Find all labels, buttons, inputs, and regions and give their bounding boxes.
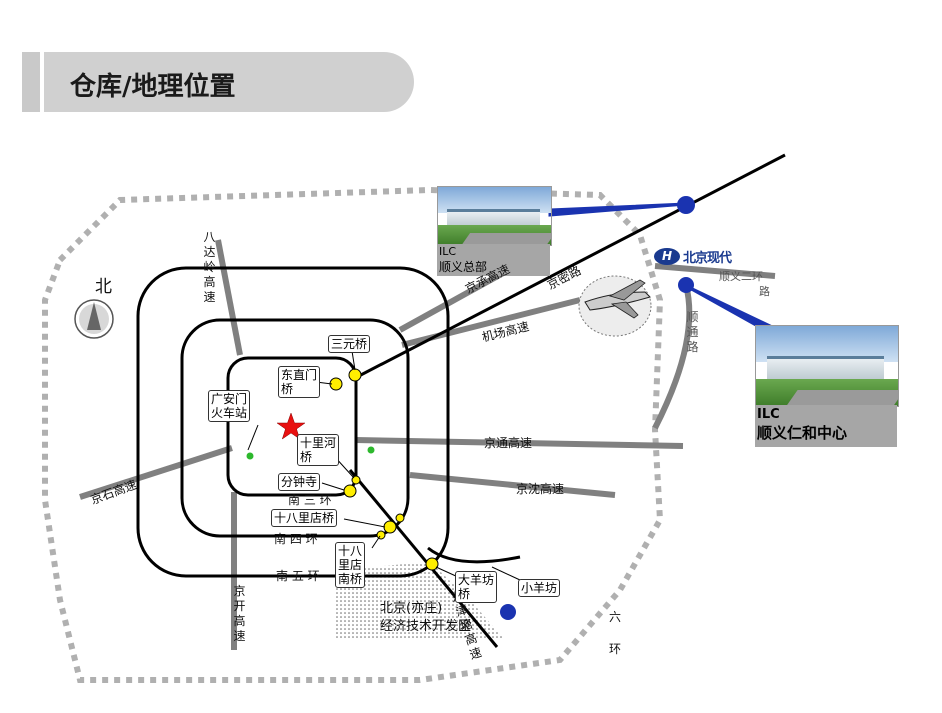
callout-shilihe: 十里河 桥 bbox=[297, 434, 340, 466]
callout-dayangfang: 大羊坊 桥 bbox=[455, 571, 498, 603]
dot-dayangfang bbox=[425, 557, 439, 571]
center-node bbox=[678, 277, 694, 293]
road-shunyi-ring bbox=[654, 263, 776, 279]
development-zone-area bbox=[335, 562, 505, 640]
airport-icon bbox=[578, 275, 652, 337]
pointer-sanyuan bbox=[351, 350, 356, 371]
label-jingshen: 京沈高速 bbox=[516, 482, 565, 496]
road-shuntong bbox=[652, 284, 693, 430]
zone-label-line2: 经济技术开发区 bbox=[380, 619, 472, 634]
north-arrow-icon bbox=[74, 299, 114, 339]
road-jingshen bbox=[409, 472, 616, 498]
pointer-dayangfang bbox=[435, 566, 459, 578]
callout-guanganmen: 广安门 火车站 bbox=[208, 390, 251, 422]
callout-xiaoyangfang: 小羊坊 bbox=[518, 579, 561, 597]
center-photo bbox=[755, 325, 899, 407]
center-code: ILC bbox=[757, 407, 780, 422]
label-shunyi-ring: 顺义二环 bbox=[719, 270, 763, 283]
hyundai-logo-icon: H bbox=[654, 248, 680, 265]
header-bar: 仓库/地理位置 bbox=[22, 52, 414, 112]
ring-road-fifth bbox=[136, 266, 450, 578]
road-to-shunyi bbox=[354, 153, 786, 380]
center-name: 顺义仁和中心 bbox=[757, 424, 848, 442]
road-jingshi bbox=[79, 445, 233, 500]
callout-dongzhimen: 东直门 桥 bbox=[278, 366, 321, 398]
dot-fenzhongsi bbox=[343, 484, 357, 498]
zone-label-line1: 北京(亦庄) bbox=[380, 601, 443, 616]
label-shuntong: 顺通路 bbox=[686, 310, 699, 354]
center-caption: ILC 顺义仁和中心 bbox=[755, 405, 897, 447]
road-yizhuang bbox=[427, 546, 521, 564]
header-accent bbox=[22, 52, 40, 112]
hq-caption: ILC 顺义总部 bbox=[437, 244, 550, 276]
hq-name: 顺义总部 bbox=[439, 260, 488, 274]
header-background bbox=[44, 52, 414, 112]
callout-shibalidian: 十八里店桥 bbox=[271, 509, 338, 527]
label-shunyi-ring-tail: 路 bbox=[759, 285, 770, 298]
page-title: 仓库/地理位置 bbox=[70, 72, 236, 102]
hq-code: ILC bbox=[439, 245, 457, 258]
road-jingjintang bbox=[348, 469, 499, 648]
brand-logo: H 北京现代 bbox=[654, 247, 732, 266]
callout-fenzhongsi: 分钟寺 bbox=[278, 473, 321, 491]
label-south-fifth-ring: 南 五 环 bbox=[276, 569, 320, 583]
dot-shibalidian-small bbox=[395, 513, 405, 523]
pointer-shibalidian-south bbox=[371, 535, 381, 549]
dot-sanyuan bbox=[348, 368, 362, 382]
label-south-third-ring: 南 三 环 bbox=[288, 493, 332, 507]
star-icon bbox=[276, 412, 306, 440]
pointer-shibalidian bbox=[343, 518, 386, 528]
pointer-guanganmen bbox=[247, 424, 259, 451]
ring-road-third bbox=[226, 356, 358, 497]
dot-guanganmen bbox=[246, 452, 254, 460]
hq-photo bbox=[437, 186, 552, 246]
brand-name: 北京现代 bbox=[683, 251, 732, 266]
road-jingtong bbox=[354, 437, 684, 449]
road-badaling bbox=[215, 239, 243, 356]
dot-shibalidian bbox=[383, 520, 397, 534]
pointer-fenzhongsi bbox=[321, 482, 345, 491]
pointer-xiaoyangfang bbox=[491, 566, 521, 581]
dot-east bbox=[367, 446, 375, 454]
ring-road-fourth bbox=[180, 318, 410, 538]
callout-sanyuan: 三元桥 bbox=[328, 335, 371, 353]
label-ring6-2: 环 bbox=[609, 642, 622, 656]
label-jingkai: 京开高速 bbox=[233, 584, 246, 643]
label-ring6-1: 六 bbox=[609, 610, 622, 624]
zone-node bbox=[500, 604, 516, 620]
label-jingtong: 京通高速 bbox=[484, 436, 533, 450]
hq-node bbox=[677, 196, 695, 214]
callout-shibalidian-south: 十八 里店 南桥 bbox=[335, 542, 366, 588]
north-label: 北 bbox=[95, 277, 112, 297]
label-badaling: 八达岭高速 bbox=[203, 230, 216, 304]
label-south-fourth-ring: 南 四 环 bbox=[274, 532, 318, 546]
